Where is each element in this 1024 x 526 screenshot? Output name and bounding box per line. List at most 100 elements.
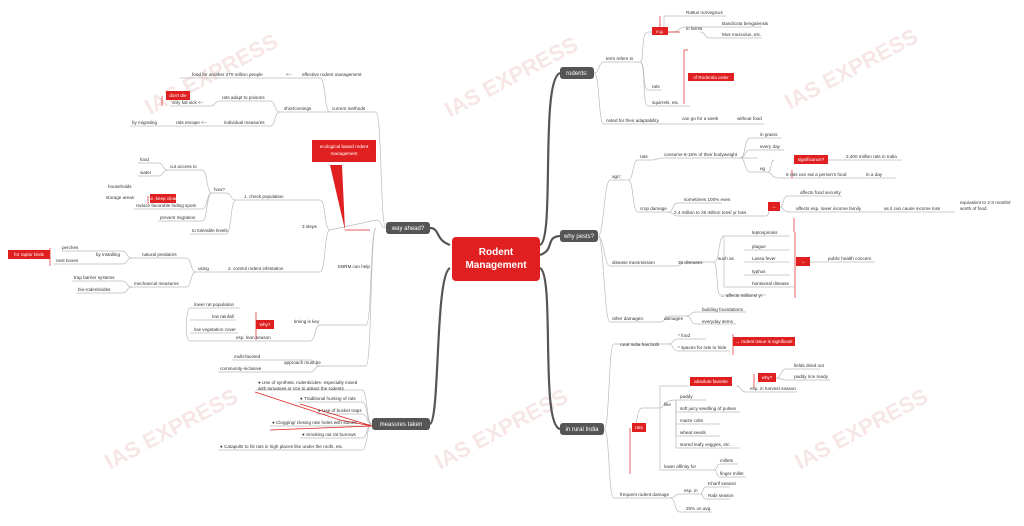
node-cause-loss: as it can cause income loss: [884, 206, 941, 211]
node-watermark: IAS EXPRESS: [781, 23, 922, 114]
node-fields-dried: fields dried out: [794, 363, 825, 368]
central-node[interactable]: Rodent Management: [452, 237, 540, 281]
node-food-another: food for another 270 million people: [192, 72, 263, 77]
term-refers-to: term refers to: [606, 56, 634, 61]
node-eg: e.g.: [656, 29, 664, 34]
node-food: * food: [678, 333, 690, 338]
node-m1a: ● Use of synthetic rodenticides- especia…: [258, 380, 358, 385]
node-soft-juicy: soft juicy seedling of pulses: [680, 406, 737, 411]
node-in-farms: in farms: [686, 26, 703, 31]
node-shortcomings: shortcomings: [284, 106, 312, 111]
node-prevent: prevent migration: [160, 215, 196, 220]
node-current: current methods: [332, 106, 366, 111]
node-million-rats: 2,400 million rats in India: [846, 154, 897, 159]
node-disease: disease transmission: [612, 260, 655, 265]
node-everyday: everyday items: [702, 319, 734, 324]
node-like: like: [664, 402, 671, 407]
node-arrow: →: [772, 204, 777, 209]
ebrm-box-text-2: management: [331, 151, 359, 156]
rats-box: [632, 423, 646, 432]
ebrm-box-text-1: ecological based rodent: [320, 144, 369, 149]
node-perches: perches: [62, 245, 79, 250]
node-low-income: affects esp. lower income family: [796, 206, 862, 211]
keep-clean-box: [150, 194, 176, 203]
node-bio-rodenticides: bio-rodenticides: [78, 287, 111, 292]
node-significance: significance?: [798, 157, 825, 162]
why-box-timing: [256, 320, 274, 329]
node-low-rain: low rainfall: [212, 314, 234, 319]
dont-die-box: [166, 91, 190, 100]
node-of-order: of Rodentia order: [693, 75, 729, 80]
node-sometimes: sometimes 100% even: [684, 197, 731, 202]
node-six-rats: 6 rats can eat a person's food: [786, 172, 847, 177]
node-paddy: paddy: [680, 394, 693, 399]
arrow-box: [768, 202, 780, 211]
topic-rural-india[interactable]: in rural India: [560, 423, 604, 435]
node-millets: millets: [720, 458, 734, 463]
node-paddy-ready: paddy rice ready: [794, 374, 829, 379]
equivalent-line1: equivalent to 2-3 months': [960, 200, 1011, 205]
significant-box: [733, 337, 795, 346]
node-rats-escape: rats escape <--: [176, 120, 207, 125]
node-damages: damages: [664, 316, 684, 321]
node-why: why?: [260, 322, 271, 327]
node-using: using: [198, 266, 209, 271]
right-texts: term refers to Rattus norvegicus in farm…: [606, 10, 1011, 511]
node-m5: ● Smoking out rat burrows: [302, 432, 357, 437]
node-arrow: →: [801, 259, 806, 264]
node-label: why pests?: [563, 234, 595, 240]
node-water: water: [140, 170, 152, 175]
rodentia-box: [688, 73, 734, 81]
arrow-box-health: [796, 257, 810, 266]
node-how: how?: [214, 187, 225, 192]
topic-why-pests[interactable]: why pests?: [560, 230, 598, 242]
node-rabi: Rabi season: [708, 493, 734, 498]
node-loss: 2.4 million to 26 million tons/ yr loss: [674, 210, 747, 215]
node-has-both: rural India has both: [620, 342, 660, 347]
node-d3: Lassa fever: [752, 256, 776, 261]
node-label: rodents:: [566, 71, 588, 77]
node-rattus: Rattus norvegicus: [686, 10, 723, 15]
node-spaces: * spaces for rats to hide: [678, 345, 727, 350]
eg-box: [652, 27, 668, 35]
node-such-as: such as: [718, 256, 735, 261]
topic-rodents[interactable]: rodents:: [560, 67, 594, 79]
absolute-box: [690, 377, 732, 386]
node-esp-harvest: esp. in harvest season: [750, 386, 796, 391]
node-watermark: IAS EXPRESS: [791, 383, 932, 474]
node-diseases-count: 35 diseases: [678, 260, 703, 265]
node-every-day: every day: [760, 144, 781, 149]
node-nest-boxes: nest boxes: [56, 258, 79, 263]
node-natural: natural predators: [142, 252, 177, 257]
node-rats: rats: [652, 84, 660, 89]
node-households: households: [108, 184, 132, 189]
node-tolerable: to tolerable levels: [192, 228, 228, 233]
node-can-go: can go for a week: [682, 116, 719, 121]
node-in-a-day: in a day: [866, 172, 883, 177]
topic-measures-taken[interactable]: measures taken: [372, 418, 430, 430]
central-title-line1: Rodent: [479, 247, 514, 258]
node-absolute: absolute favorite: [694, 379, 728, 384]
topic-way-ahead[interactable]: way ahead?: [386, 222, 430, 234]
why-box-rural: [758, 373, 776, 382]
node-mechanical: mechanical measures: [134, 281, 179, 286]
node-without-food: without food: [737, 116, 762, 121]
node-maize: maize cobs: [680, 418, 704, 423]
node-why: why?: [762, 375, 773, 380]
node-avg: 25% on avg.: [686, 506, 712, 511]
significance-box: [794, 155, 828, 164]
node-storage: storage areas: [106, 195, 135, 200]
right-branch-lines: [593, 15, 955, 513]
node-control: 2. control rodent infestation: [228, 266, 284, 271]
node-rats: rats: [640, 154, 648, 159]
node-stored: stored leafy veggies, etc.: [680, 442, 731, 447]
node-d5: hantaviral disease: [752, 281, 789, 286]
node-mus: Mus musculus, etc.: [722, 32, 761, 37]
node-bandicota: Bandicota bengalensis: [722, 21, 769, 26]
node-effective: effective rodent management: [302, 72, 362, 77]
node-watermark: IAS EXPRESS: [101, 383, 242, 474]
node-ebrm: EBRM can help: [338, 264, 370, 269]
node-crop-damage: crop damage: [640, 206, 667, 211]
node-community: community-inclusive: [220, 366, 262, 371]
node-label: in rural India: [565, 427, 599, 433]
